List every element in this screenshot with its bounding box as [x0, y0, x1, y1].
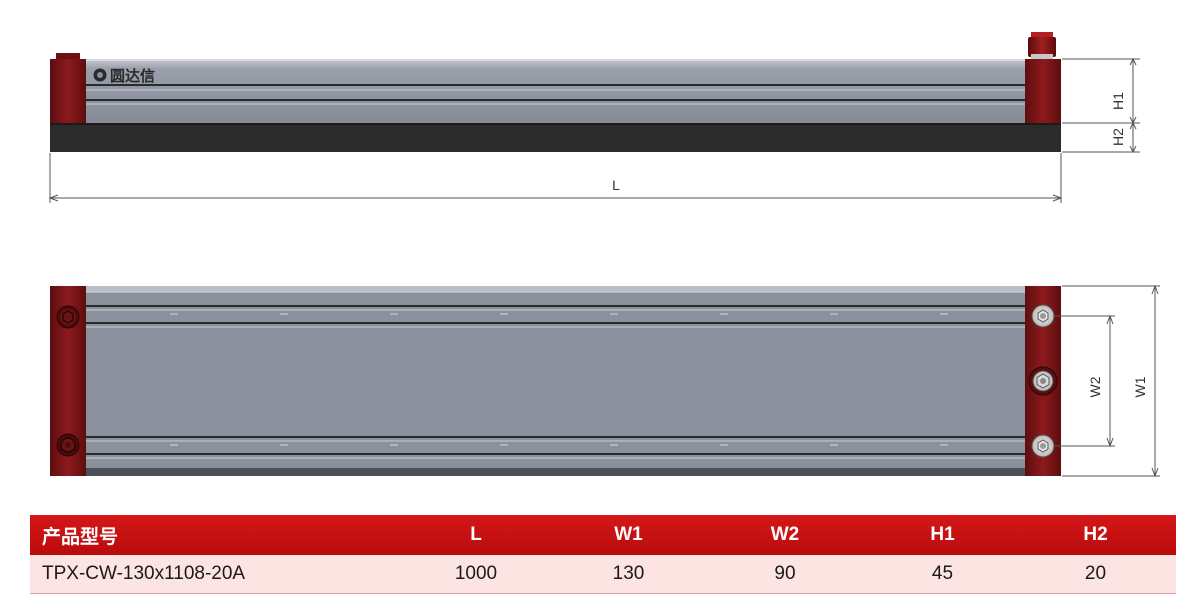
air-fitting [1028, 32, 1056, 59]
length-label: L [612, 177, 620, 193]
nut-icon [1031, 304, 1055, 328]
table-row: TPX-CW-130x1108-20A 1000 130 90 45 20 [30, 555, 1176, 594]
header-l: L [470, 524, 482, 545]
cell-h2: 20 [1015, 555, 1176, 594]
logo-text: 圆达信 [110, 67, 155, 85]
cell-h1: 45 [870, 555, 1015, 594]
nut-icon [1031, 434, 1055, 458]
brand-logo: 圆达信 [93, 67, 155, 85]
side-body [86, 59, 1025, 123]
header-h1: H1 [930, 524, 955, 545]
air-inlet-icon [1028, 366, 1058, 396]
spec-table-header: 产品型号 L W1 W2 H1 H2 [30, 515, 1176, 555]
bolt-icon [56, 305, 80, 329]
spec-table: 产品型号 L W1 W2 H1 H2 TPX-CW-130x1108-20A 1… [30, 515, 1176, 594]
w1-label: W1 [1132, 376, 1148, 397]
right-end-cap [1025, 59, 1061, 123]
width-dimensions [1055, 284, 1160, 478]
header-w2: W2 [770, 524, 800, 545]
cell-model: TPX-CW-130x1108-20A [30, 555, 395, 594]
top-body [86, 286, 1025, 476]
h1-label: H1 [1110, 92, 1126, 110]
top-view [50, 286, 1061, 476]
cell-w1: 130 [557, 555, 700, 594]
header-model: 产品型号 [42, 526, 119, 548]
length-dimension [48, 153, 1063, 203]
left-nub [56, 53, 80, 59]
cell-w2: 90 [700, 555, 870, 594]
w2-label: W2 [1087, 376, 1103, 397]
header-h2: H2 [1083, 524, 1108, 545]
header-w1: W1 [614, 524, 643, 545]
side-base [50, 123, 1061, 152]
technical-drawing: 圆达信 H1 H2 L [48, 32, 1160, 478]
h2-label: H2 [1110, 128, 1126, 146]
bolt-icon [56, 433, 80, 457]
side-view: 圆达信 [50, 32, 1061, 152]
cell-l: 1000 [395, 555, 557, 594]
height-dimensions [1062, 57, 1140, 154]
left-end-cap [50, 59, 86, 123]
